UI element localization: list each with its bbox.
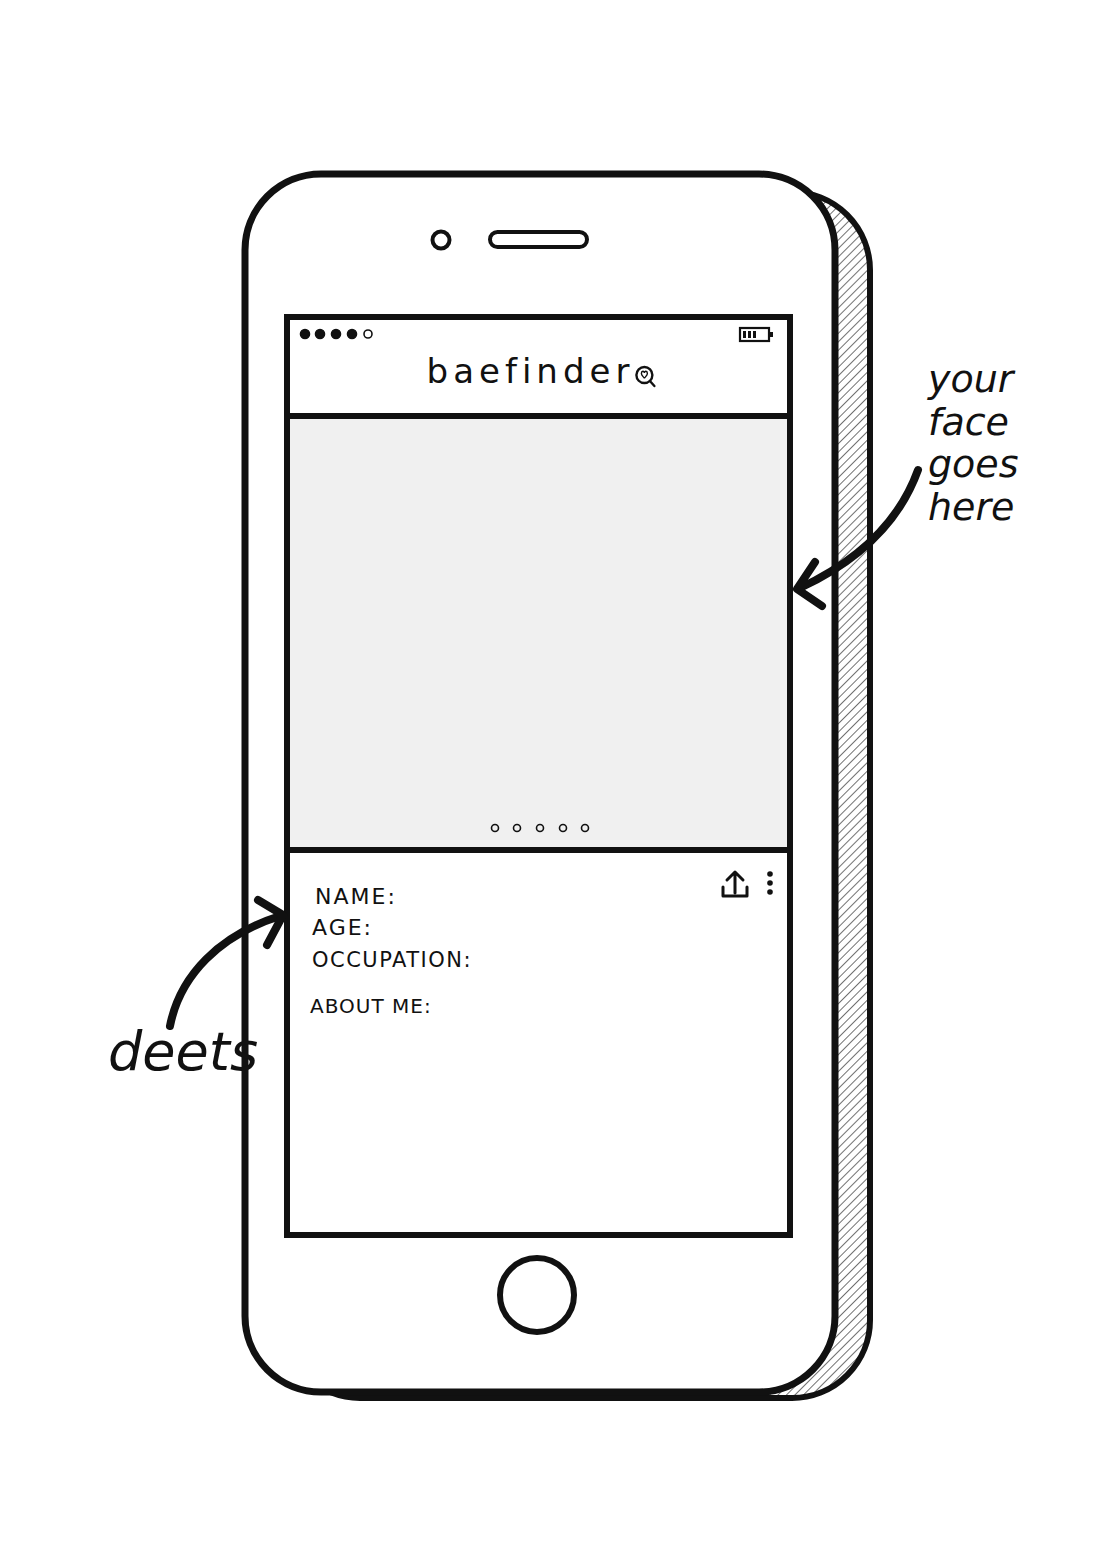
front-camera: [433, 232, 450, 249]
field-label: NAME:: [315, 884, 397, 910]
leader-arrow: [170, 900, 283, 1026]
signal-dots: [301, 330, 373, 339]
phone-body: [245, 174, 835, 1392]
menu-icon: [767, 871, 773, 895]
screen: [287, 317, 790, 1235]
share-icon: [723, 872, 747, 896]
field-label: OCCUPATION:: [312, 948, 472, 973]
field-label: ABOUT ME:: [310, 994, 432, 1018]
speaker: [490, 232, 587, 247]
app-header: baefinder: [290, 320, 787, 414]
phone-side: [282, 192, 870, 1398]
photo-area: [290, 419, 787, 848]
home-button: [500, 1258, 574, 1332]
field-label: AGE:: [312, 915, 373, 941]
battery-icon: [740, 328, 773, 341]
annotation: deets: [108, 1022, 258, 1081]
logo-magnifier: [636, 367, 654, 386]
app-logo: baefinder: [427, 351, 635, 392]
leader-arrow: [797, 470, 918, 606]
profile-details: NAME: AGE: OCCUPATION: ABOUT ME:: [290, 853, 787, 1232]
header-divider: [287, 413, 790, 419]
annotation: your face goes here: [928, 358, 1078, 528]
carousel-dots: [492, 825, 589, 832]
photo-divider: [287, 847, 790, 853]
